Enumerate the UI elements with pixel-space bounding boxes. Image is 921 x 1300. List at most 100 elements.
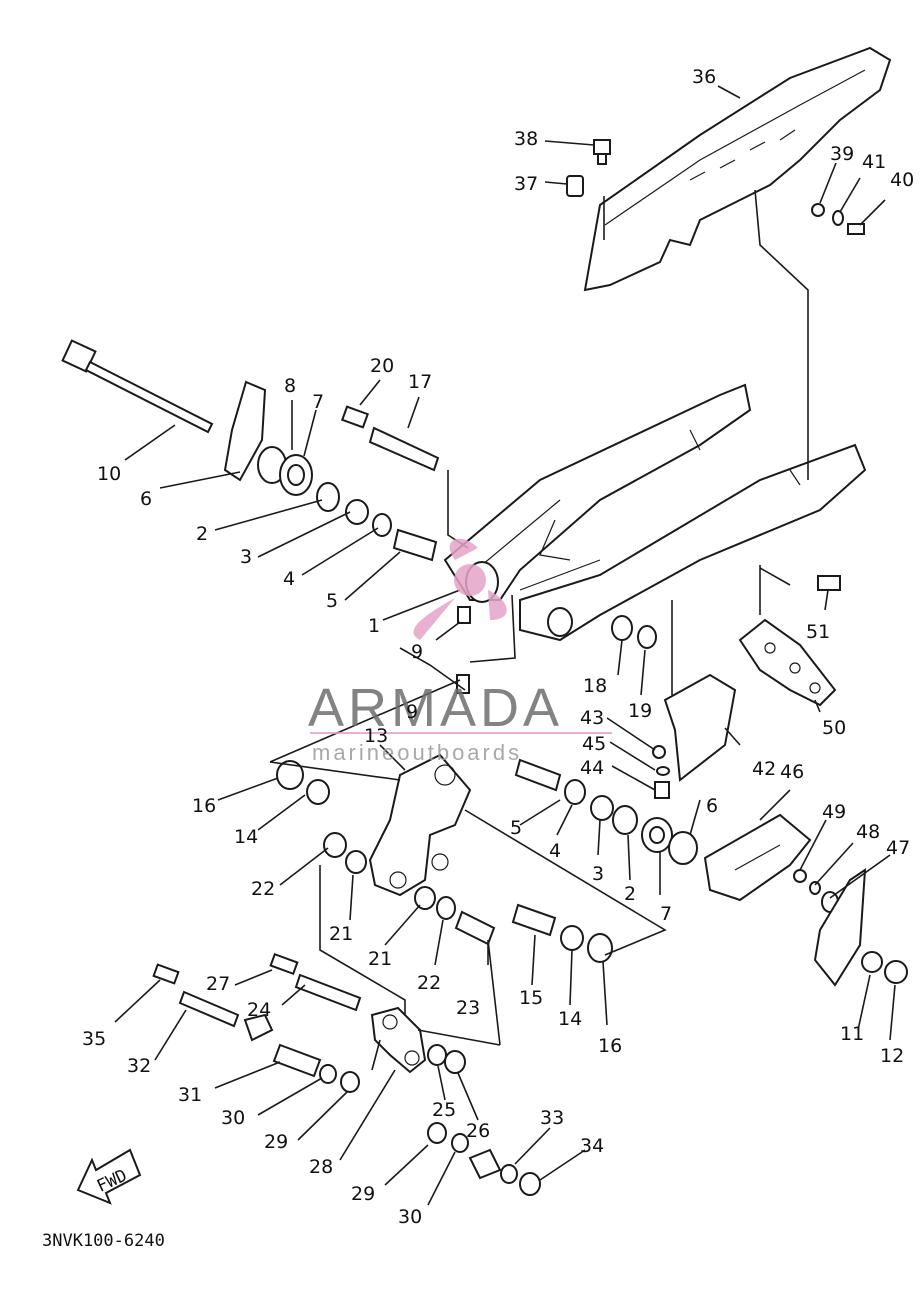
callout-3b: 3 (592, 863, 604, 885)
collar-18 (611, 615, 633, 641)
leader-lines (114, 85, 896, 1206)
spacer-37 (566, 175, 584, 197)
nut-19 (637, 625, 657, 649)
bolt-44 (654, 781, 670, 799)
callout-21a: 21 (329, 923, 353, 945)
washer-41 (832, 210, 844, 226)
callout-labels: 36 38 37 39 41 40 20 17 8 7 10 6 2 3 4 5… (82, 66, 914, 1228)
callout-43: 43 (580, 707, 604, 729)
collar-14a (306, 779, 330, 805)
callout-34: 34 (580, 1135, 604, 1157)
callout-20: 20 (370, 355, 394, 377)
washer-48 (809, 881, 821, 895)
callout-16a: 16 (192, 795, 216, 817)
callout-49: 49 (822, 801, 846, 823)
callout-28: 28 (309, 1156, 333, 1178)
washer-11 (861, 951, 883, 973)
callout-29b: 29 (351, 1183, 375, 1205)
oil-seal-22a (323, 832, 347, 858)
connecting-rod-28 (370, 1006, 427, 1074)
bearing-2b (612, 805, 638, 835)
callout-26: 26 (466, 1120, 490, 1142)
callout-42: 42 (752, 758, 776, 780)
washer-4b (564, 779, 586, 805)
callout-46: 46 (780, 761, 804, 783)
washer-4 (372, 513, 392, 537)
nut-49 (793, 869, 807, 883)
bolt-24 (294, 973, 362, 1012)
collar-5 (392, 528, 438, 562)
collar-23 (454, 910, 496, 946)
nut-34 (519, 1172, 541, 1196)
callout-35: 35 (82, 1028, 106, 1050)
callout-21b: 21 (368, 948, 392, 970)
chain-guide-50 (738, 618, 837, 707)
callout-7a: 7 (312, 391, 324, 413)
callout-33: 33 (540, 1107, 564, 1129)
watermark: ARMADA marineoutboards (308, 538, 612, 765)
callout-38: 38 (514, 128, 538, 150)
callout-9b: 9 (406, 701, 418, 723)
callout-30b: 30 (398, 1206, 422, 1228)
callout-16b: 16 (598, 1035, 622, 1057)
callout-12: 12 (880, 1045, 904, 1067)
relay-arm (368, 753, 472, 897)
bolt-32 (178, 990, 240, 1028)
callout-41: 41 (862, 151, 886, 173)
callout-10: 10 (97, 463, 121, 485)
bracket-33 (468, 1148, 502, 1180)
collar-21a (345, 850, 367, 874)
callout-17: 17 (408, 371, 432, 393)
collar-31 (272, 1043, 322, 1078)
bolt-40 (847, 223, 865, 235)
callout-9a: 9 (411, 641, 423, 663)
callout-45: 45 (582, 733, 606, 755)
swing-arm (443, 383, 867, 642)
washer-30a (319, 1064, 337, 1084)
oil-seal-16b (587, 933, 613, 963)
callout-1: 1 (368, 615, 380, 637)
dust-cover-plate (223, 380, 267, 482)
grease-nipple-20 (340, 405, 370, 429)
collar-29a (340, 1071, 360, 1093)
callout-37: 37 (514, 173, 538, 195)
collar-5b (514, 758, 562, 792)
plate-6b (668, 831, 698, 865)
callout-32: 32 (127, 1055, 151, 1077)
axle-plate (813, 868, 867, 987)
callout-51: 51 (806, 621, 830, 643)
washer-39 (811, 203, 825, 217)
callout-39: 39 (830, 143, 854, 165)
callout-4b: 4 (549, 840, 561, 862)
seal-24b (243, 1013, 274, 1042)
collar-3b (590, 795, 614, 821)
washer-30b (451, 1133, 469, 1153)
callout-48: 48 (856, 821, 880, 843)
callout-36: 36 (692, 66, 716, 88)
washer-45 (656, 766, 670, 776)
callout-14b: 14 (558, 1008, 582, 1030)
bolt-51 (817, 575, 841, 591)
callout-31: 31 (178, 1084, 202, 1106)
callout-40: 40 (890, 169, 914, 191)
collar-15 (511, 903, 557, 937)
callout-30a: 30 (221, 1107, 245, 1129)
callout-23: 23 (456, 997, 480, 1019)
pivot-shaft (61, 339, 214, 434)
callout-3a: 3 (240, 546, 252, 568)
callout-2a: 2 (196, 523, 208, 545)
collar-21b (414, 886, 436, 910)
collar-29b (427, 1122, 447, 1144)
washer-33 (500, 1164, 518, 1184)
callout-14a: 14 (234, 826, 258, 848)
oil-seal-22b (436, 896, 456, 920)
diagram-code: 3NVK100-6240 (42, 1231, 165, 1251)
oil-seal-16a (276, 760, 304, 790)
nut-43 (652, 745, 666, 759)
callout-27: 27 (206, 973, 230, 995)
bearing-7b (641, 817, 673, 853)
callout-29a: 29 (264, 1131, 288, 1153)
callout-6b: 6 (706, 795, 718, 817)
bearing-2 (316, 482, 340, 512)
